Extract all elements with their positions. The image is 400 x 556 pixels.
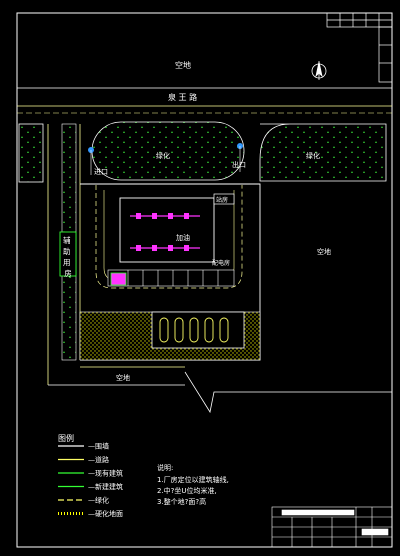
- fuel-tanks: [159, 317, 229, 343]
- legend-label-3: —现有建筑: [88, 469, 123, 478]
- legend-label-4: —新建建筑: [88, 482, 123, 491]
- bottom-area-label: 空地: [116, 373, 130, 382]
- legend-label-5: —绿化: [88, 496, 109, 505]
- notes-line-1: 1.厂房定位以建筑轴线,: [157, 475, 229, 484]
- side-building-char-2: 助: [63, 246, 71, 256]
- station-house-label: 站房: [216, 196, 228, 204]
- fuel-island-top: [130, 213, 200, 219]
- notes-line-2: 2.中?坐U位均米准,: [157, 486, 217, 495]
- road-name: 泉 王 路: [168, 92, 197, 102]
- fuel-canopy: [119, 197, 215, 263]
- station-building-row: [107, 269, 235, 287]
- top-title-block: [326, 12, 393, 83]
- notes-title: 说明:: [157, 463, 173, 472]
- green-belt-center: [91, 121, 245, 181]
- side-building-char-3: 用: [63, 258, 71, 267]
- green-belt-left: [18, 123, 44, 183]
- legend-label-2: —道路: [88, 455, 109, 464]
- green-left-label: 绿化: [156, 151, 170, 160]
- north-arrow-icon: [311, 61, 327, 80]
- entrance-label: 进口: [94, 168, 108, 176]
- green-right-label: 绿化: [306, 151, 320, 160]
- notes-line-3: 3.整个地?面?高: [157, 497, 206, 506]
- drawing-frame: [16, 12, 393, 548]
- side-building-char-4: 房: [64, 268, 72, 278]
- fuel-island-bottom: [130, 245, 200, 251]
- legend-label-6: —硬化地面: [88, 509, 123, 518]
- bottom-title-block: [271, 506, 393, 548]
- canopy-label: 加油: [176, 233, 190, 242]
- pump-room: [110, 272, 127, 286]
- legend-label-1: —围墙: [88, 442, 109, 451]
- green-belt-right: [259, 123, 387, 182]
- legend-items: —围墙 —道路 —现有建筑 —新建建筑 —绿化 —硬化地面: [58, 442, 123, 518]
- side-building: [59, 231, 77, 277]
- legend-title: 图例: [58, 433, 74, 443]
- right-area-label: 空地: [317, 247, 331, 256]
- top-area-label: 空地: [175, 60, 191, 70]
- side-building-char-1: 辅: [63, 235, 71, 245]
- side-building-label: 辅 助 用 房: [63, 235, 73, 278]
- internal-driveway: [95, 185, 243, 289]
- main-road: [17, 87, 392, 114]
- exit-label: 出口: [232, 160, 246, 169]
- distribution-label: 配电房: [212, 259, 230, 267]
- station-house: [213, 193, 235, 205]
